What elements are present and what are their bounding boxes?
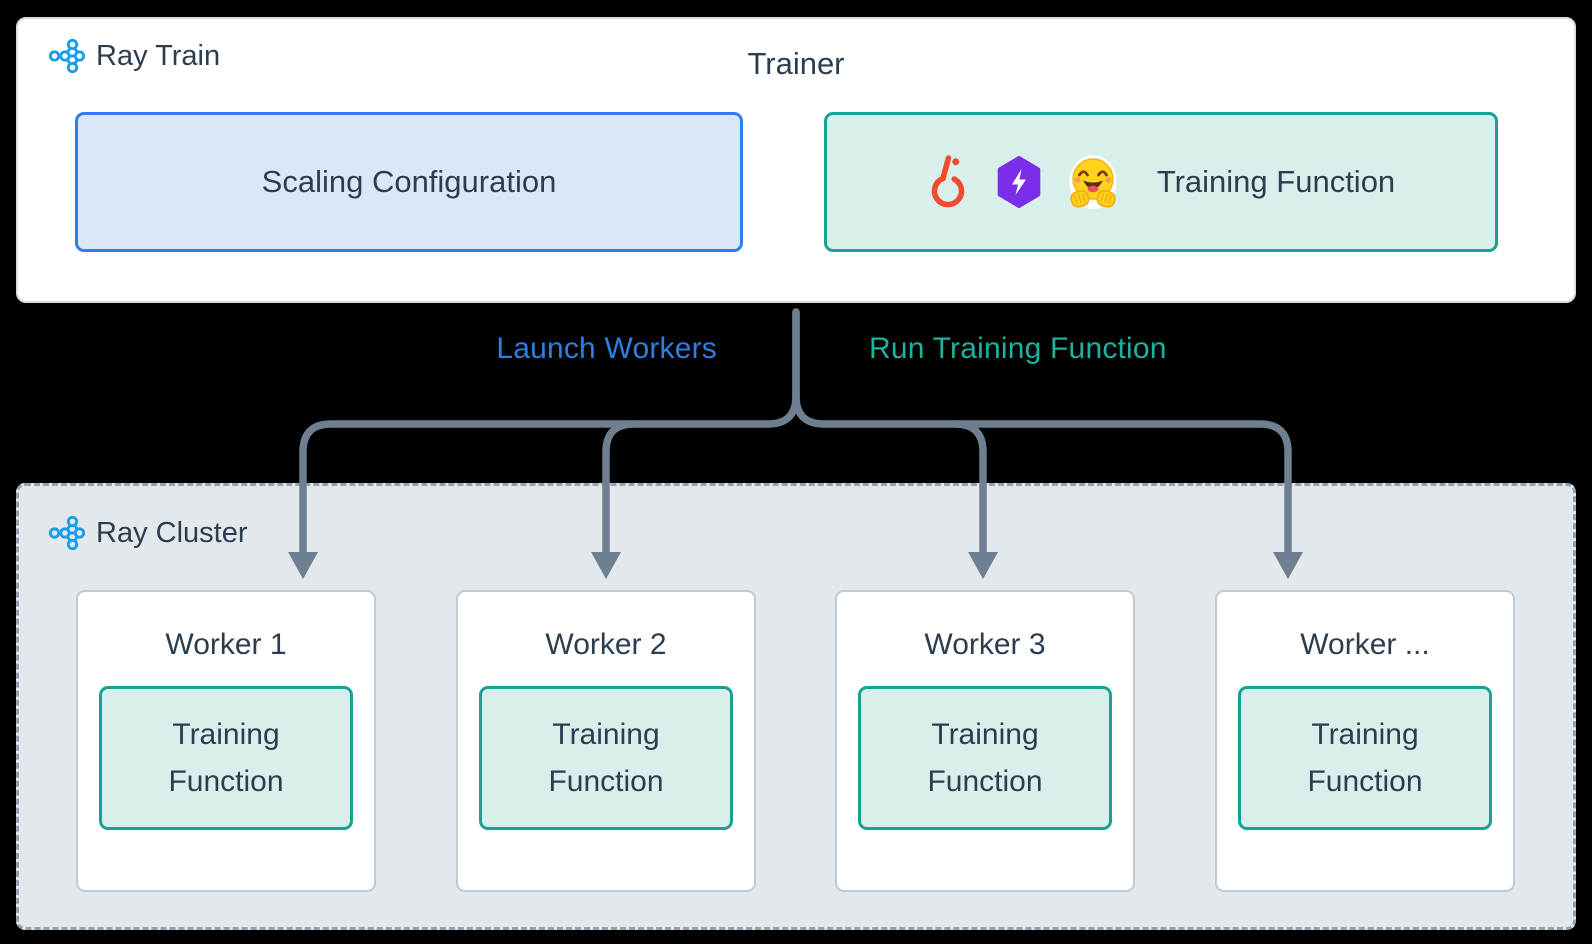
worker-box-2: Worker 2 Training Function: [456, 590, 756, 892]
scaling-configuration-box: Scaling Configuration: [75, 112, 743, 252]
ray-cluster-panel: Ray Cluster Worker 1 Training Function W…: [16, 483, 1576, 930]
worker-training-function-label: Training Function: [1307, 718, 1423, 798]
worker-training-function-box: Training Function: [99, 686, 353, 830]
training-function-label: Training Function: [1156, 164, 1396, 199]
worker-training-function-label: Training Function: [927, 718, 1043, 798]
worker-title: Worker ...: [1300, 628, 1430, 661]
worker-box-4: Worker ... Training Function: [1215, 590, 1515, 892]
ray-train-label: Ray Train: [96, 39, 221, 72]
huggingface-icon: [1069, 155, 1117, 209]
worker-training-function-box: Training Function: [479, 686, 733, 830]
run-training-function-label: Run Training Function: [869, 332, 1167, 365]
worker-box-1: Worker 1 Training Function: [76, 590, 376, 892]
launch-workers-label: Launch Workers: [496, 332, 717, 365]
worker-training-function-box: Training Function: [858, 686, 1112, 830]
ray-cluster-label: Ray Cluster: [96, 516, 248, 549]
worker-title: Worker 3: [924, 628, 1046, 661]
worker-training-function-label: Training Function: [168, 718, 284, 798]
lightning-icon: [997, 156, 1041, 208]
ray-train-brand: Ray Train: [48, 37, 220, 75]
scaling-configuration-label: Scaling Configuration: [261, 164, 557, 199]
ray-logo-icon: [48, 515, 85, 551]
worker-title: Worker 1: [165, 628, 287, 661]
ray-train-panel: Ray Train Trainer Scaling Configuration: [16, 17, 1576, 303]
worker-title: Worker 2: [545, 628, 667, 661]
training-function-box: Training Function: [824, 112, 1498, 252]
ray-logo-icon: [48, 38, 85, 74]
trainer-title: Trainer: [747, 46, 845, 81]
pytorch-icon: [931, 155, 965, 208]
worker-training-function-label: Training Function: [548, 718, 664, 798]
worker-box-3: Worker 3 Training Function: [835, 590, 1135, 892]
ray-cluster-brand: Ray Cluster: [48, 514, 248, 552]
worker-training-function-box: Training Function: [1238, 686, 1492, 830]
